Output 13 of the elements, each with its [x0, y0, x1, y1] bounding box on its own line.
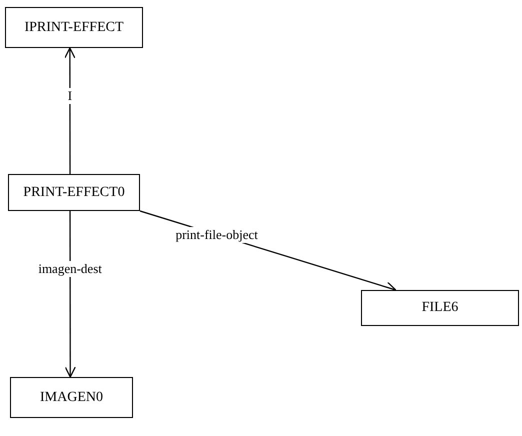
- node-label: IMAGEN0: [40, 390, 103, 406]
- arrow: [64, 47, 76, 174]
- edge-label: imagen-dest: [37, 261, 103, 278]
- edge-label: I: [66, 88, 74, 104]
- edge-label: print-file-object: [174, 226, 259, 243]
- arrow: [64, 211, 76, 378]
- node-label: FILE6: [422, 300, 458, 316]
- node-box: [8, 174, 140, 211]
- node-label: PRINT-EFFECT0: [23, 184, 125, 200]
- node-box: [5, 7, 143, 48]
- node-label: IPRINT-EFFECT: [24, 20, 124, 36]
- node-box: [361, 290, 519, 326]
- node-box: [10, 377, 133, 418]
